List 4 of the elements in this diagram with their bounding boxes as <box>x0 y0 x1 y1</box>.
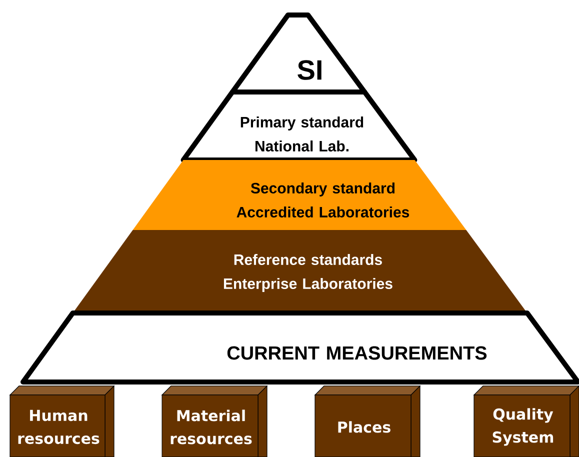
pyramid-level: Reference standards Enterprise Laboratories <box>72 230 528 313</box>
pyramid-level: Primary standard National Lab. <box>180 90 418 162</box>
pyramid-level: CURRENT MEASUREMENTS <box>20 310 579 384</box>
pyramid-level: Secondary standard Accredited Laboratories <box>132 160 466 230</box>
